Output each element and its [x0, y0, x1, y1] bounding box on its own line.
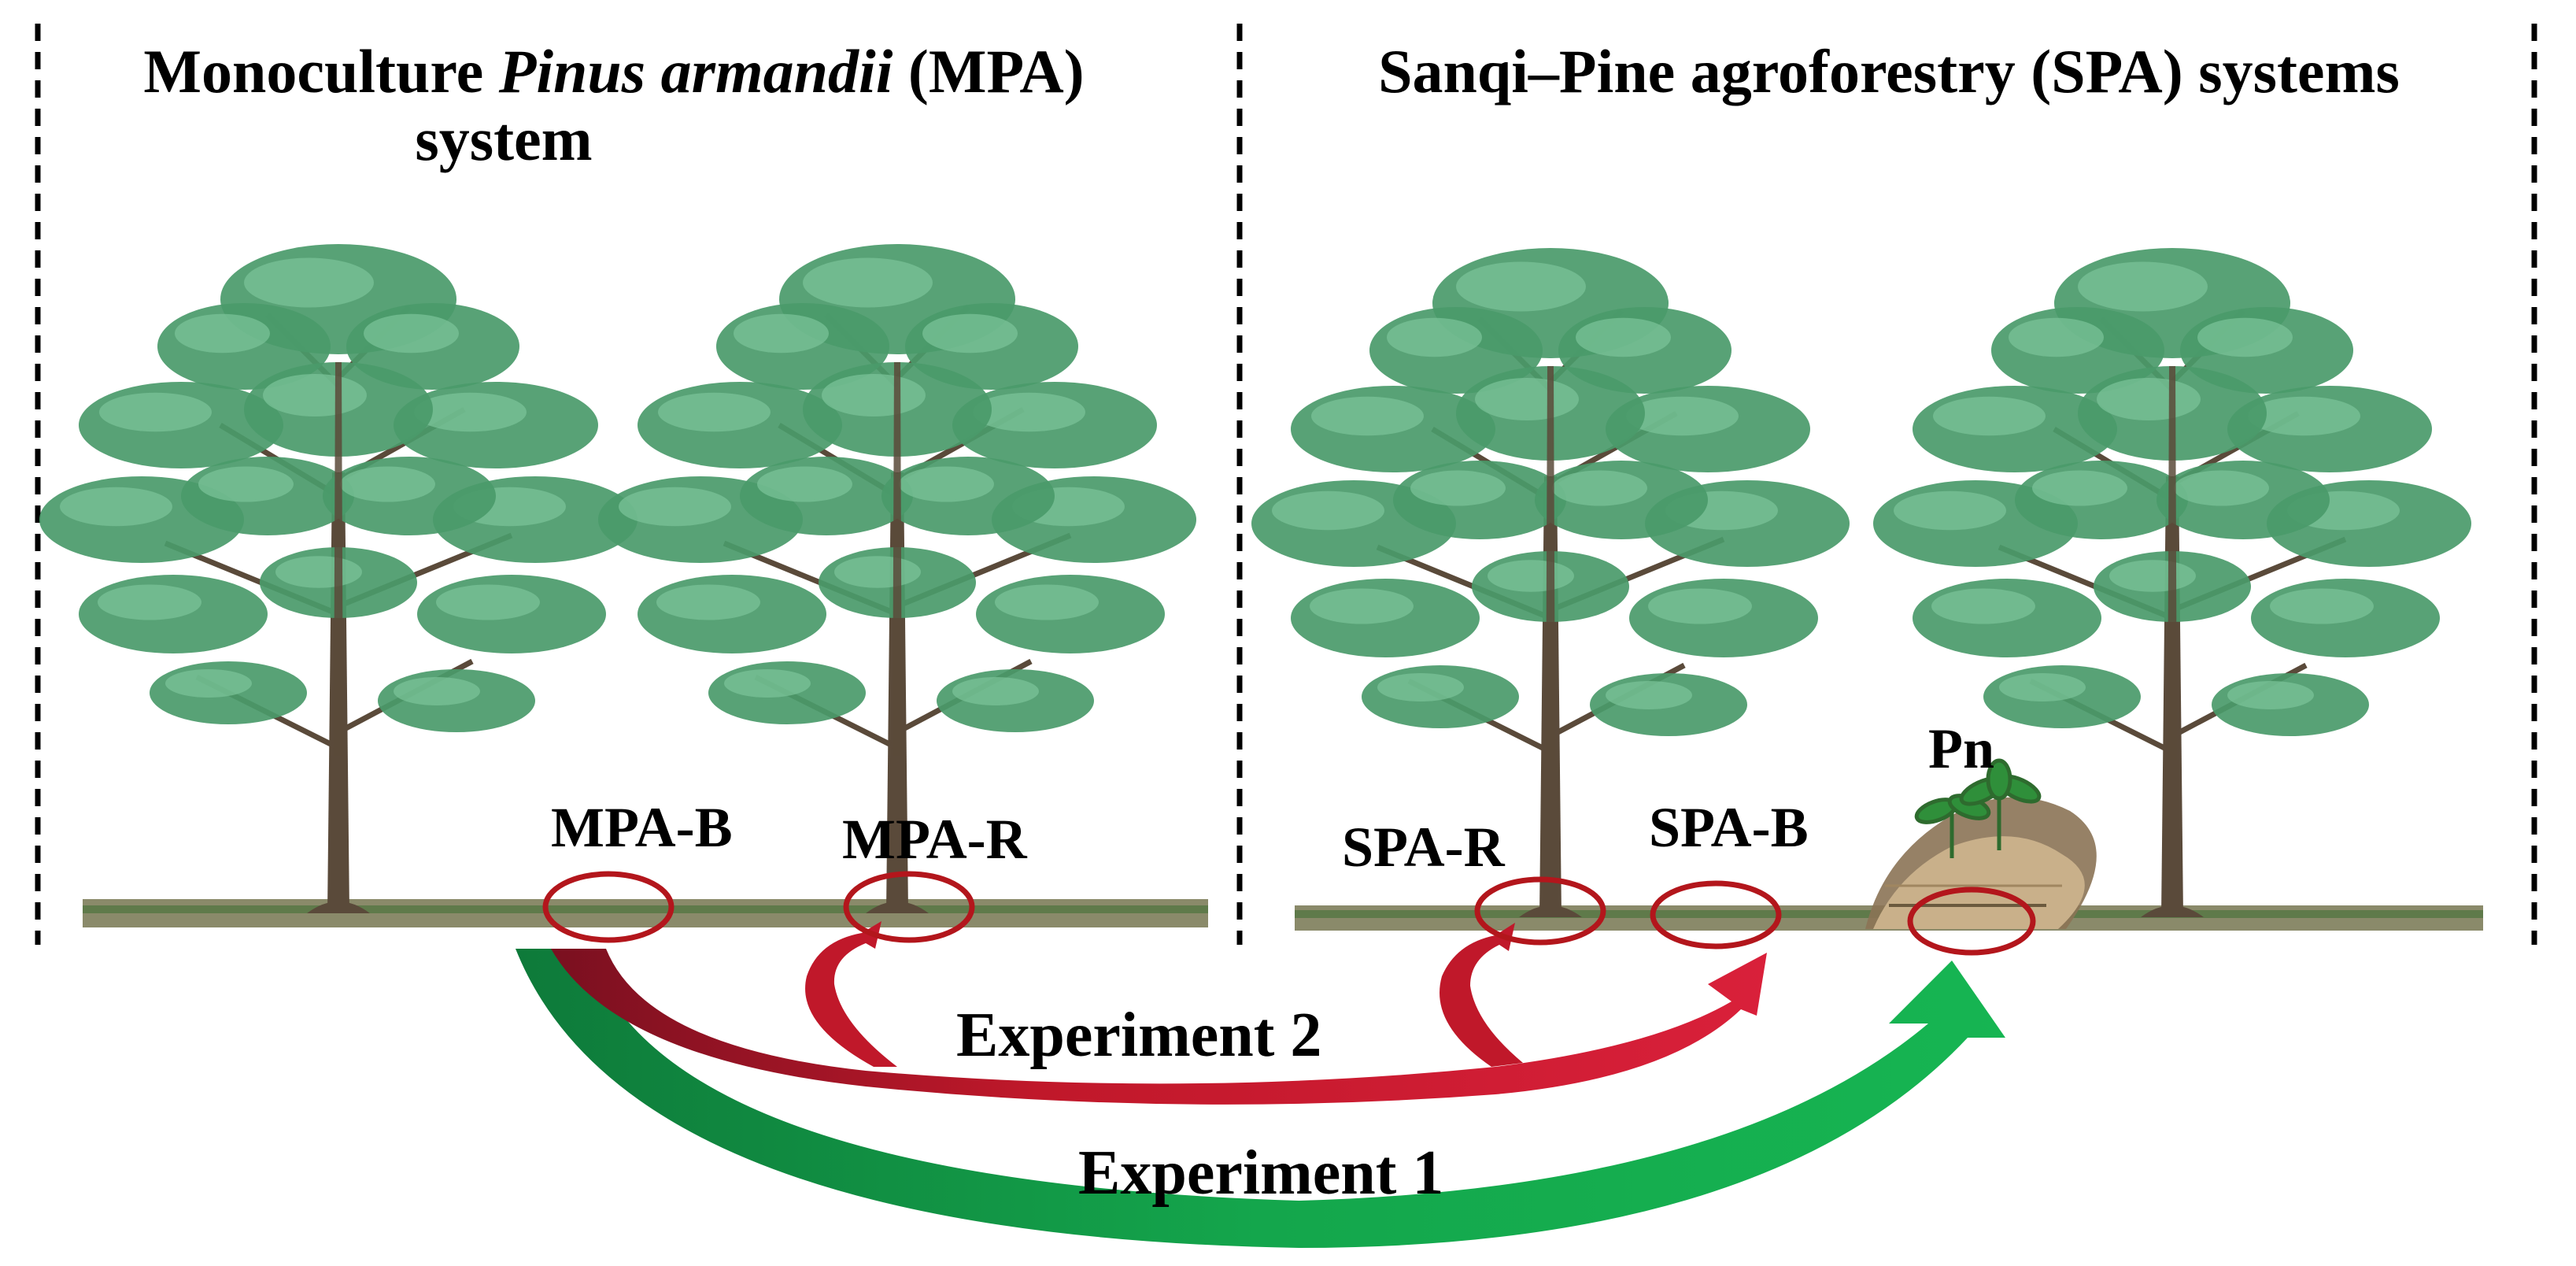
- circle-spa-r: [1474, 876, 1606, 946]
- label-mpa-b: MPA-B: [551, 796, 733, 859]
- tree-mpa-1: [39, 244, 638, 913]
- experiment-2-arrow: [551, 921, 1767, 1105]
- sanqi-seedlings: [1914, 758, 2042, 858]
- spa-r-curl: [1440, 923, 1523, 1067]
- tree-spa-2: [1873, 248, 2471, 917]
- circle-spa-b: [1650, 880, 1782, 950]
- label-spa-b: SPA-B: [1649, 796, 1809, 859]
- mpa-title-suffix: (MPA): [893, 37, 1085, 106]
- divider-lines: [35, 24, 2537, 945]
- spa-title: Sanqi–Pine agroforestry (SPA) systems: [1378, 37, 2400, 106]
- sanqi-mound: [1865, 758, 2097, 929]
- mpa-title-line1: Monoculture Pinus armandii (MPA): [31, 38, 1196, 106]
- tree-spa-1: [1251, 248, 1850, 917]
- sampling-circles: [542, 871, 2036, 956]
- circle-mpa-r: [843, 871, 975, 943]
- circle-pn: [1907, 887, 2036, 956]
- label-pn: Pn: [1928, 717, 1995, 780]
- ground: [83, 899, 2483, 931]
- mpa-title-species: Pinus armandii: [498, 37, 893, 106]
- label-mpa-r: MPA-R: [842, 808, 1027, 871]
- tree-mpa-2: [598, 244, 1196, 913]
- mpa-r-curl: [805, 921, 897, 1067]
- label-experiment-2: Experiment 2: [956, 1001, 1322, 1070]
- mpa-title-line2: system: [415, 105, 593, 173]
- experiment-1-arrow: [516, 949, 2005, 1248]
- label-experiment-1: Experiment 1: [1078, 1138, 1444, 1208]
- label-spa-r: SPA-R: [1342, 816, 1505, 879]
- circle-mpa-b: [542, 871, 674, 943]
- trees: [39, 244, 2471, 917]
- mpa-title: Monoculture Pinus armandii (MPA) system: [31, 38, 1196, 173]
- mpa-title-prefix: Monoculture: [143, 37, 499, 106]
